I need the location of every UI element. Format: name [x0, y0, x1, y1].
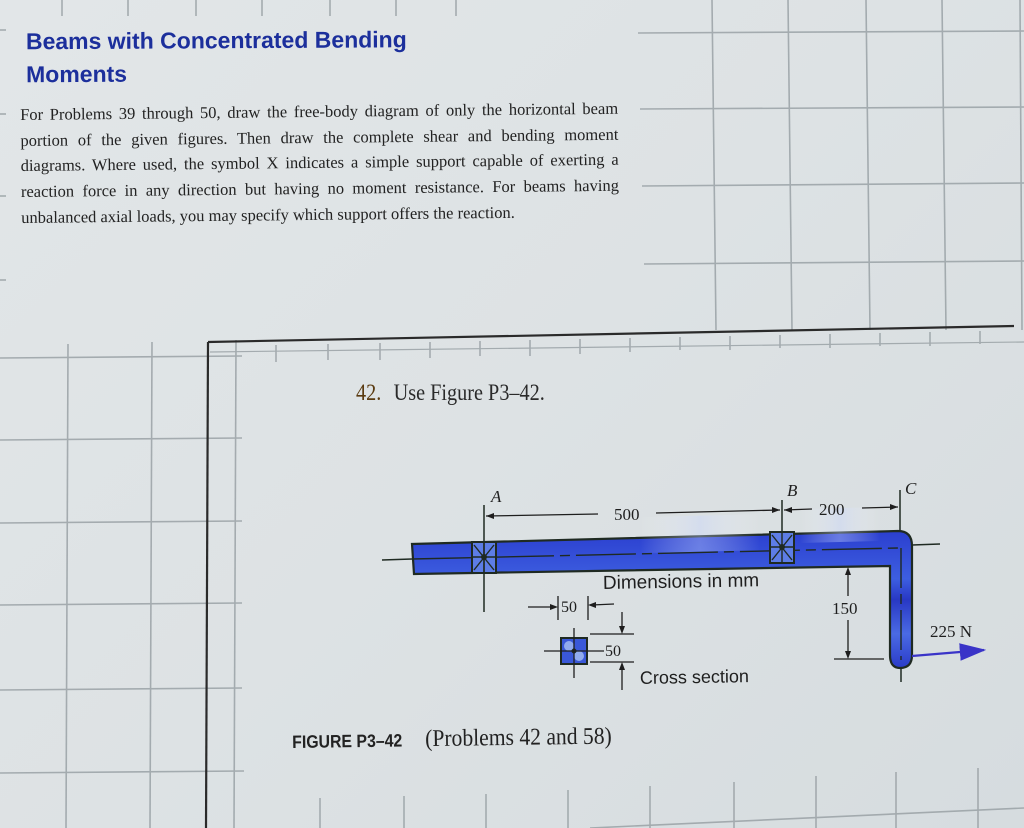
cross-section: 50 50 Cross section [528, 596, 749, 690]
dimension-bc: 200 [783, 500, 899, 519]
figure-caption: FIGURE P3–42 (Problems 42 and 58) [292, 723, 633, 755]
force-arrow: 225 N [911, 622, 987, 661]
label-point-b: B [787, 481, 798, 500]
figure-problems: (Problems 42 and 58) [425, 723, 612, 753]
svg-text:500: 500 [614, 505, 640, 524]
support-a-symbol [471, 505, 497, 612]
problem-text: Use Figure P3–42. [393, 380, 545, 405]
force-label: 225 N [930, 622, 972, 641]
cs-width-label: 50 [561, 599, 577, 616]
support-b-symbol [769, 500, 795, 564]
dimension-vertical: 150 [832, 567, 884, 660]
cs-height-label: 50 [605, 643, 621, 660]
dimension-ab: 500 [485, 505, 781, 524]
svg-text:150: 150 [832, 599, 858, 618]
problem-number: 42. [356, 380, 382, 405]
label-point-a: A [490, 487, 502, 506]
svg-text:200: 200 [819, 500, 845, 519]
cross-section-label: Cross section [640, 666, 749, 688]
units-note: Dimensions in mm [603, 570, 760, 594]
problem-statement: 42. Use Figure P3–42. [356, 380, 545, 406]
label-point-c: C [905, 479, 917, 498]
figure-id: FIGURE P3–42 [292, 730, 403, 752]
beam [381, 506, 941, 670]
